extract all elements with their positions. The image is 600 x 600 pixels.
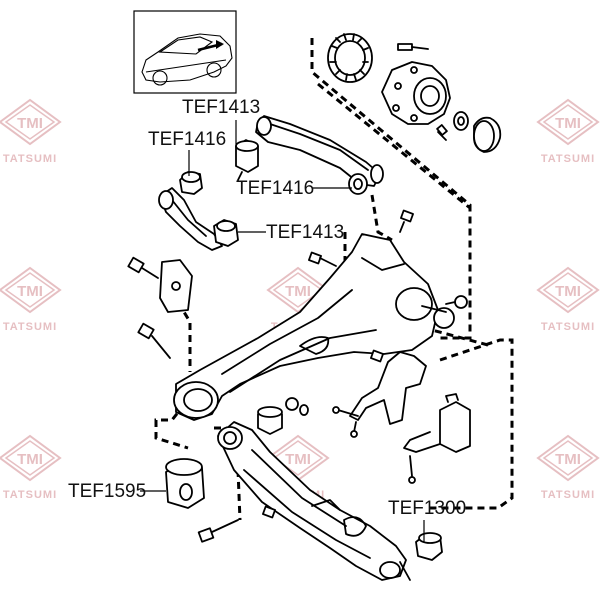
lower-control-arm — [217, 421, 443, 581]
watermark-left-top: TMI TATSUMI — [0, 98, 62, 165]
label-tef1300: TEF1300 — [388, 498, 466, 519]
lower-link-arm — [158, 171, 239, 251]
watermark-subtext: TATSUMI — [3, 321, 57, 333]
bushing-icon — [415, 532, 443, 561]
bushing-icon — [165, 458, 205, 509]
dust-cap-icon — [473, 116, 502, 153]
sensor-bracket — [332, 351, 471, 484]
watermark-left-bottom: TMI TATSUMI — [0, 434, 62, 501]
bolt-icon — [127, 256, 159, 279]
watermark-logo-text: TMI — [285, 283, 311, 300]
watermark-logo-text: TMI — [17, 283, 43, 300]
bushing-icon — [179, 171, 203, 195]
bolt-icon — [397, 43, 429, 51]
label-tef1413-top: TEF1413 — [182, 97, 260, 118]
leader-lines — [140, 120, 425, 542]
bolt-icon — [308, 251, 337, 267]
bolt-icon — [137, 322, 171, 359]
bolt-icon — [399, 209, 414, 233]
big-bushing-tef1595 — [165, 458, 239, 543]
watermark-subtext: TATSUMI — [541, 321, 595, 333]
bushing-icon — [370, 164, 384, 184]
watermark-subtext: TATSUMI — [541, 489, 595, 501]
label-tef1413-mid: TEF1413 — [266, 222, 344, 243]
wheel-hub-assembly — [327, 33, 502, 153]
car-location-inset-icon — [133, 10, 237, 94]
watermark-logo-text: TMI — [555, 451, 581, 468]
trailing-arm-knuckle — [173, 209, 468, 421]
small-bushing-set — [257, 397, 309, 435]
bolt-icon — [370, 349, 384, 363]
bushing-icon — [257, 406, 283, 435]
watermark-logo-text: TMI — [17, 451, 43, 468]
watermark-subtext: TATSUMI — [3, 153, 57, 165]
upper-control-arm — [235, 115, 384, 195]
bolt-icon — [197, 519, 239, 543]
abs-ring-icon — [327, 33, 373, 83]
label-tef1416-left: TEF1416 — [148, 129, 226, 150]
watermark-logo-text: TMI — [555, 283, 581, 300]
watermark-logo-text: TMI — [17, 115, 43, 132]
bolt-icon — [262, 505, 276, 519]
bearing-nut-icon — [453, 111, 469, 131]
part-labels: TEF1413 TEF1416 TEF1416 TEF1413 TEF1595 … — [68, 97, 466, 519]
mount-bolt-bracket — [127, 256, 193, 359]
watermark-subtext: TATSUMI — [3, 489, 57, 501]
bushing-icon — [235, 139, 259, 181]
wheel-hub-icon — [381, 61, 451, 141]
watermarks: TMI TATSUMI TMI TATSUMI TMI TATSUMI TMI … — [0, 98, 600, 501]
watermark-right-bottom: TMI TATSUMI — [536, 434, 600, 501]
watermark-subtext: TATSUMI — [541, 153, 595, 165]
label-tef1416-right: TEF1416 — [236, 178, 314, 199]
watermark-logo-text: TMI — [285, 451, 311, 468]
watermark-left-mid: TMI TATSUMI — [0, 266, 62, 333]
label-tef1595: TEF1595 — [68, 481, 146, 502]
watermark-right-mid: TMI TATSUMI — [536, 266, 600, 333]
watermark-right-top: TMI TATSUMI — [536, 98, 600, 165]
abs-sensor-icon — [403, 393, 471, 453]
watermark-logo-text: TMI — [555, 115, 581, 132]
bushing-icon — [348, 173, 368, 195]
